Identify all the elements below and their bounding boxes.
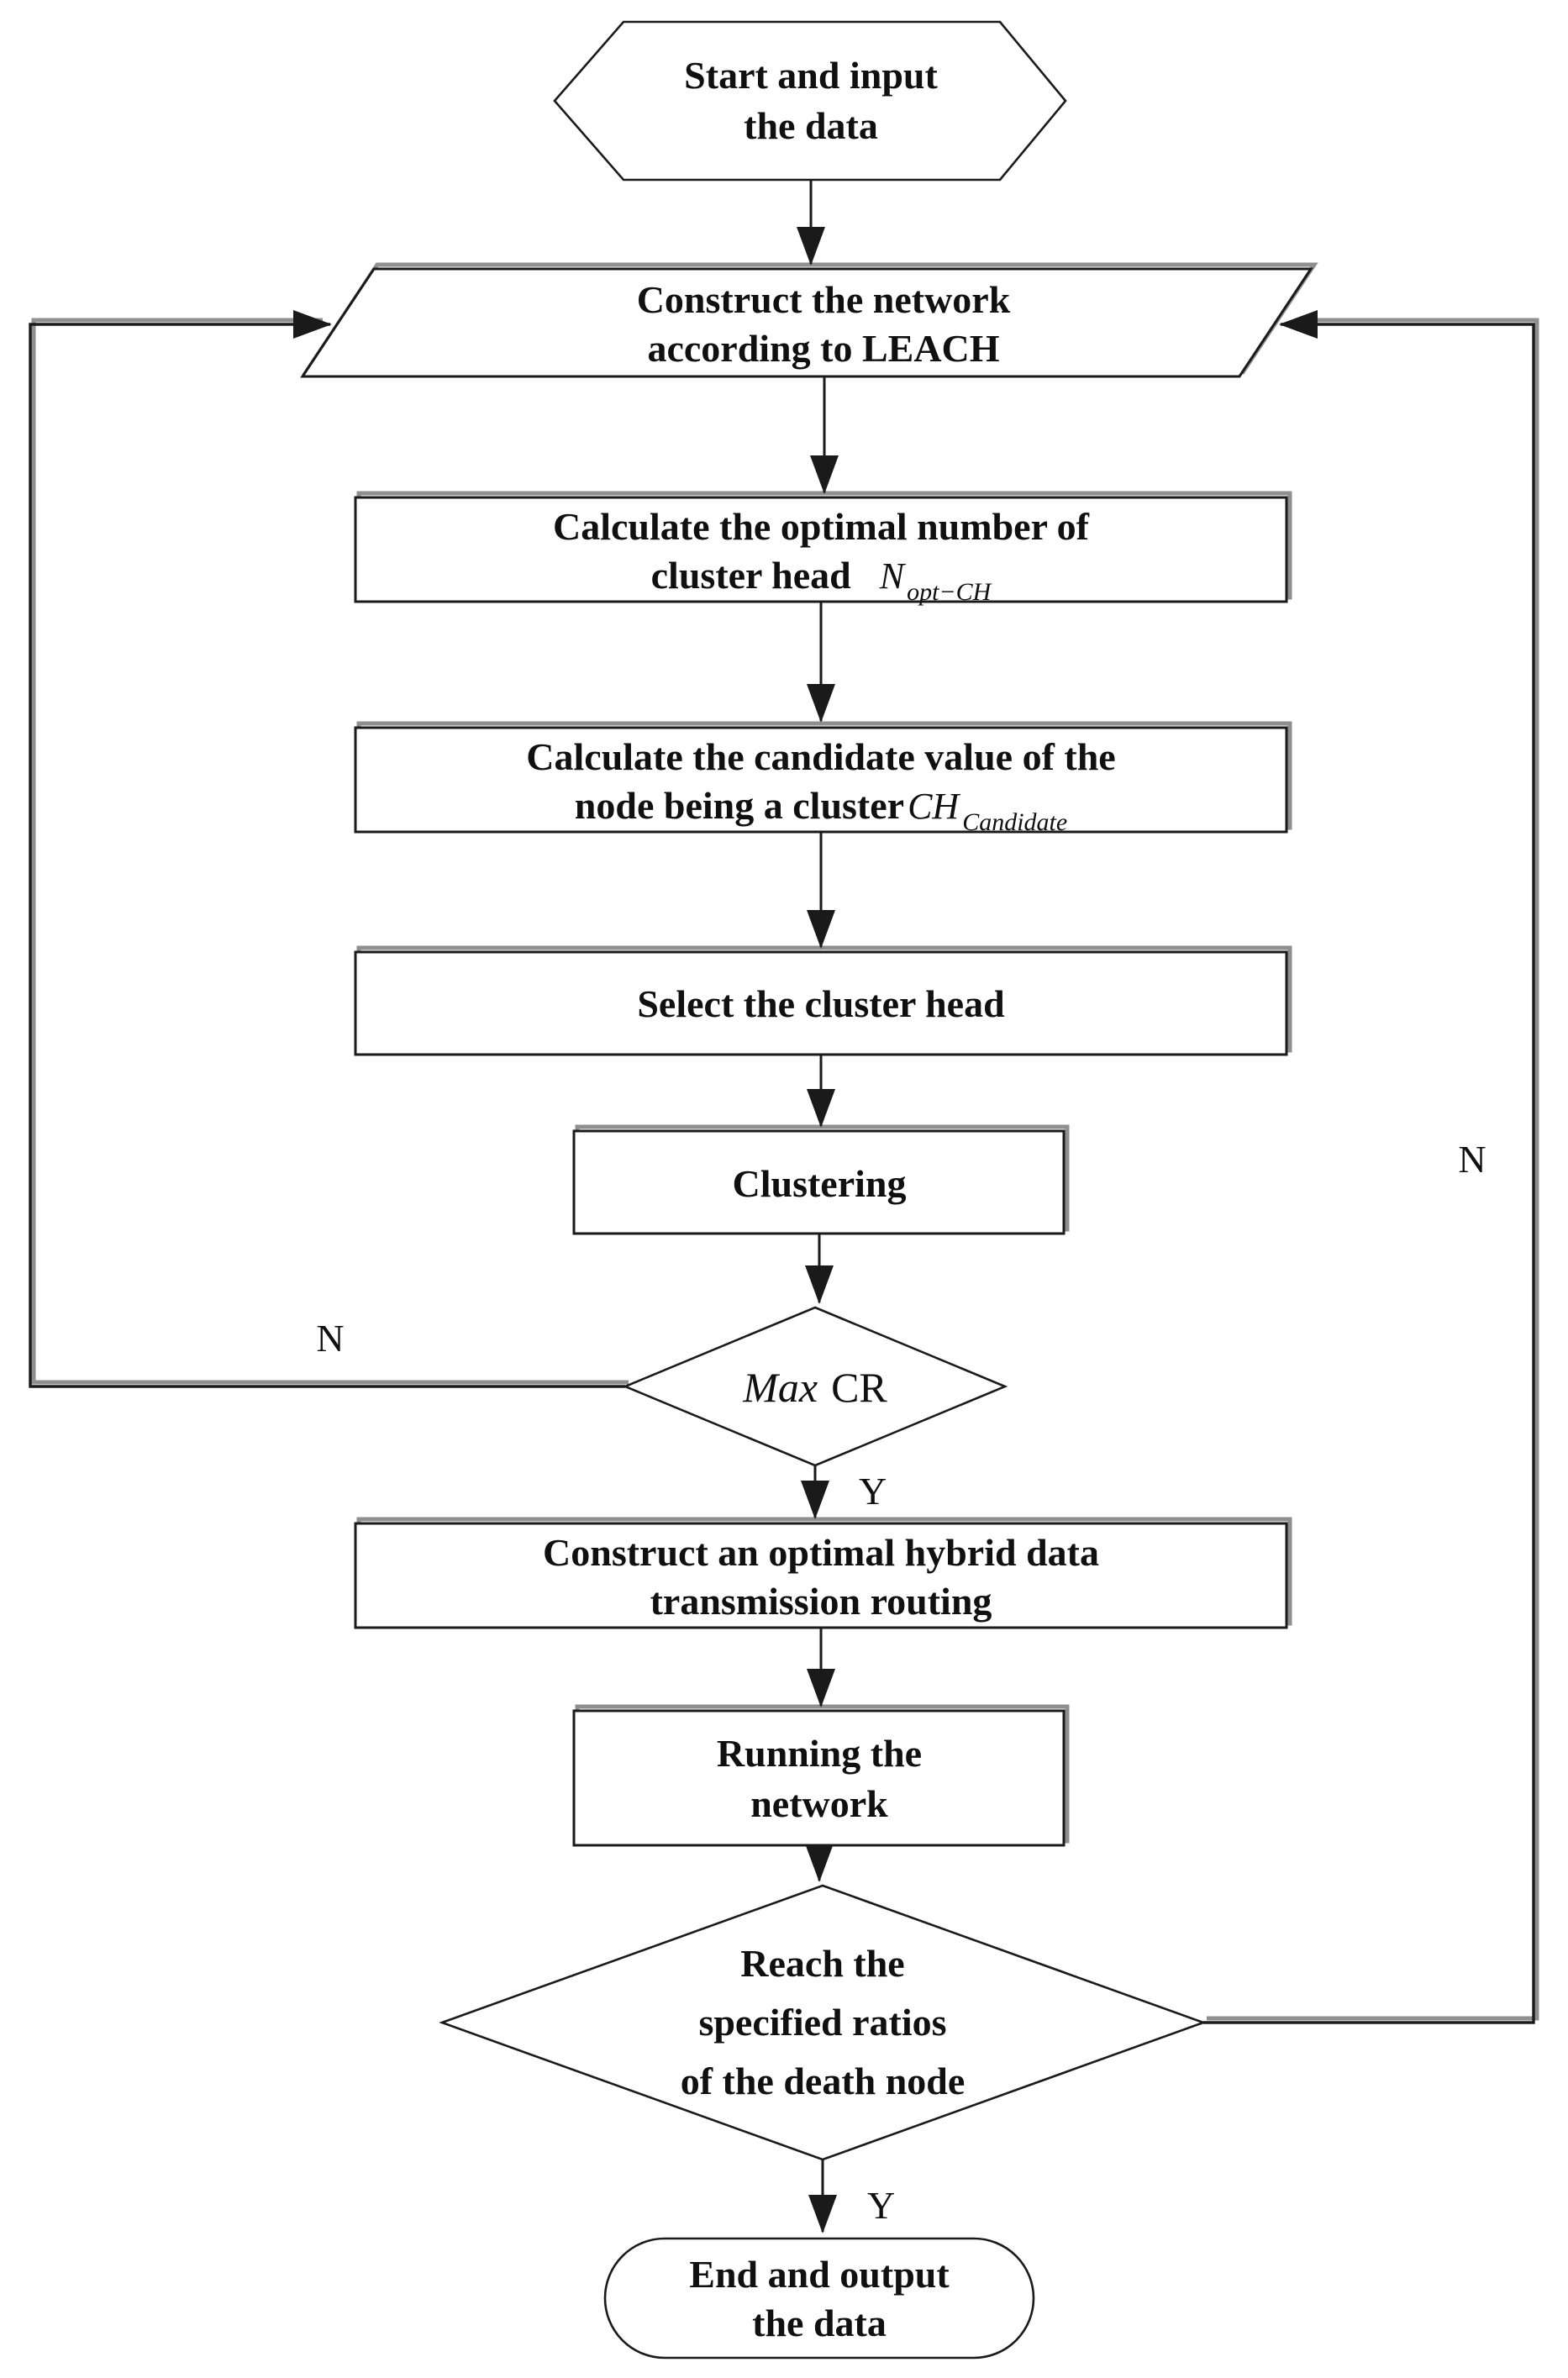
construct-routing-label-line1: Construct an optimal hybrid data (543, 1531, 1099, 1574)
construct-routing-label-line2: transmission routing (650, 1580, 992, 1623)
label-n-left: N (316, 1317, 344, 1360)
construct-network-label-line1: Construct the network (637, 278, 1011, 321)
running-network-label-line2: network (750, 1782, 888, 1825)
calc-candidate-math-base: CH (908, 786, 960, 827)
running-network-label-line1: Running the (717, 1732, 922, 1775)
running-network-box (572, 1709, 1066, 1847)
label-y-reach: Y (867, 2184, 895, 2227)
calc-optimal-math-base: N (879, 555, 907, 597)
label-n-right: N (1458, 1138, 1486, 1181)
calc-candidate-label-line1: Calculate the candidate value of the (526, 735, 1115, 778)
loop-max-cr-no (29, 310, 625, 1388)
max-cr-decision-diamond (622, 1306, 1008, 1467)
reach-ratio-label-line2: specified ratios (698, 2001, 946, 2044)
max-cr-label: Max CR (742, 1364, 887, 1411)
end-label-line1: End and output (689, 2253, 950, 2296)
calc-candidate-label-prefix: node being a cluster (575, 784, 904, 827)
shadow-loop-left (31, 318, 629, 1385)
calc-optimal-ch-box (354, 496, 1288, 603)
reach-ratio-decision-diamond (439, 1884, 1207, 2161)
calc-optimal-label-prefix: cluster head (651, 554, 852, 597)
max-cr-label-upright: CR (831, 1364, 887, 1411)
max-cr-label-italic: Max (742, 1364, 818, 1411)
reach-ratio-label-line1: Reach the (740, 1942, 904, 1985)
end-terminator (603, 2237, 1035, 2360)
start-label-line1: Start and input (684, 54, 938, 97)
clustering-box (572, 1129, 1066, 1235)
reach-ratio-label-line3: of the death node (681, 2060, 966, 2102)
loop-reach-no (1203, 310, 1535, 2024)
end-label-line2: the data (752, 2302, 887, 2344)
construct-routing-box (354, 1522, 1288, 1629)
calc-optimal-label-line1: Calculate the optimal number of (553, 505, 1090, 548)
start-terminator-hexagon (553, 20, 1067, 182)
calc-optimal-math-sub: opt−CH (907, 578, 993, 606)
shadow-loop-right (1207, 318, 1539, 2021)
select-cluster-head-label: Select the cluster head (637, 982, 1005, 1025)
calc-candidate-math-sub: Candidate (962, 808, 1067, 836)
select-cluster-head-box (354, 950, 1288, 1056)
start-label-line2: the data (744, 104, 878, 147)
clustering-label: Clustering (733, 1162, 907, 1205)
construct-network-parallelogram (300, 267, 1313, 378)
label-y-max-cr: Y (859, 1470, 887, 1513)
construct-network-label-line2: according to LEACH (647, 327, 999, 370)
calc-candidate-box (354, 726, 1288, 834)
